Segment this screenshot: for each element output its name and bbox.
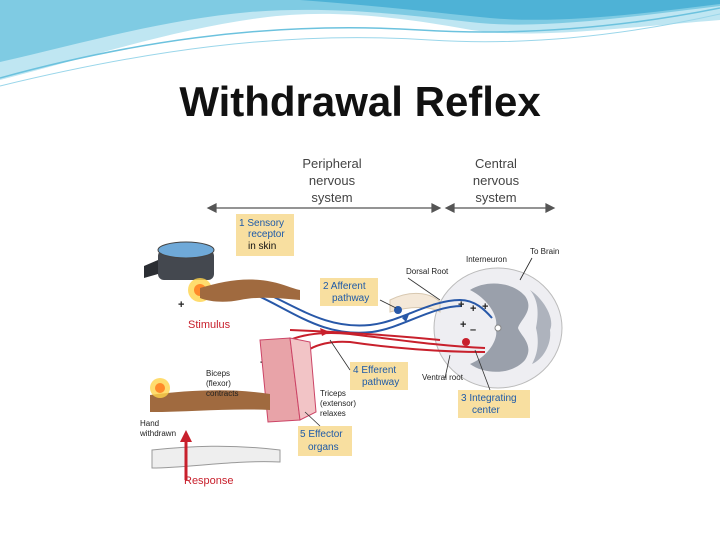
step-5-line: 5 Effector (300, 429, 343, 440)
label-pointers (304, 277, 491, 427)
peripheral-label-line: Peripheral (302, 156, 361, 171)
slide-title: Withdrawal Reflex (179, 78, 541, 125)
peripheral-nervous-system-label: Peripheral nervous system (302, 156, 361, 205)
step-4-efferent-pathway: 4 Efferent pathway (350, 362, 408, 390)
efferent-arrow (320, 328, 330, 336)
central-label-line: Central (475, 156, 517, 171)
step-4-line: pathway (362, 377, 399, 388)
peripheral-label-line: system (311, 190, 352, 205)
integrating-synapse (462, 338, 470, 346)
step-1-line: receptor (248, 229, 285, 240)
stimulus-label: Stimulus (188, 319, 231, 331)
triceps-label-line: (extensor) (320, 399, 356, 408)
to-brain-label: To Brain (530, 247, 559, 256)
dorsal-root-label: Dorsal Root (406, 267, 449, 276)
triceps-label: Triceps (extensor) relaxes (320, 389, 356, 418)
triceps-label-line: relaxes (320, 409, 346, 418)
interneuron-label: Interneuron (466, 255, 507, 264)
plus-sign: + (470, 303, 476, 315)
hand-withdrawn-label: Hand withdrawn (140, 419, 176, 438)
afferent-nerve-pathway (244, 284, 493, 334)
biceps-triceps-arm (150, 337, 317, 423)
withdrawal-reflex-diagram: Peripheral nervous system Central nervou… (140, 156, 563, 487)
system-divider-arrows (206, 203, 556, 213)
ventral-root-label: Ventral root (422, 373, 464, 382)
biceps-label-line: (flexor) (206, 379, 231, 388)
biceps-label: Biceps (flexor) contracts (206, 369, 238, 398)
central-nervous-system-label: Central nervous system (473, 156, 520, 205)
withdrawn-hand-outline (151, 445, 281, 469)
step-1-line: in skin (248, 241, 276, 252)
step-5-line: organs (308, 442, 339, 453)
step-1-sensory-receptor: 1 Sensory receptor in skin (236, 214, 294, 256)
step-4-line: 4 Efferent (353, 365, 396, 376)
to-brain-pointer (519, 257, 533, 281)
step-3-line: 3 Integrating (461, 393, 517, 404)
plus-sign: + (458, 299, 464, 311)
central-label-line: system (475, 190, 516, 205)
plus-sign: + (460, 319, 466, 331)
hot-pot-illustration (144, 241, 215, 280)
withdrawal-arrow (180, 430, 192, 480)
step-5-effector-organs: 5 Effector organs (298, 426, 352, 456)
flame-response-icon (150, 378, 170, 398)
stimulus-hand-arm (200, 279, 300, 302)
response-label: Response (184, 475, 234, 487)
spinal-cord-cross-section (433, 267, 563, 389)
central-label-line: nervous (473, 173, 520, 188)
triceps-label-line: Triceps (320, 389, 346, 398)
slide-header-swoosh (0, 0, 720, 87)
plus-sign: + (482, 301, 488, 313)
peripheral-label-line: nervous (309, 173, 356, 188)
afferent-arrow (402, 312, 410, 322)
step-1-line: 1 Sensory (239, 218, 284, 229)
step-2-line: 2 Afferent (323, 281, 366, 292)
plus-sign: + (178, 299, 184, 311)
step-2-line: pathway (332, 293, 369, 304)
step-3-integrating-center: 3 Integrating center (458, 390, 530, 418)
hand-withdrawn-line: withdrawn (140, 429, 176, 438)
step-3-line: center (472, 405, 500, 416)
hand-withdrawn-line: Hand (140, 419, 159, 428)
biceps-label-line: contracts (206, 389, 238, 398)
step-2-afferent-pathway: 2 Afferent pathway (320, 278, 378, 306)
minus-sign: – (470, 324, 476, 336)
biceps-label-line: Biceps (206, 369, 230, 378)
